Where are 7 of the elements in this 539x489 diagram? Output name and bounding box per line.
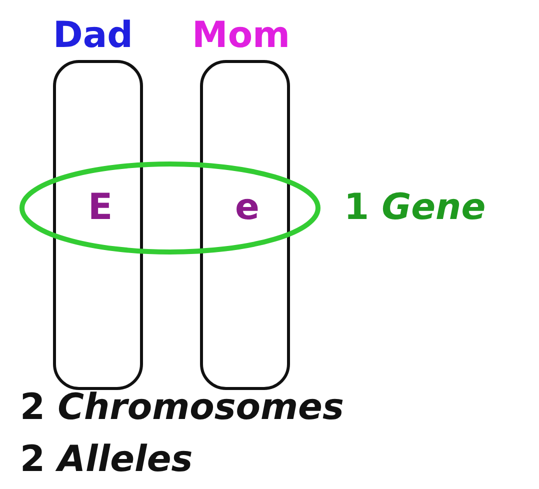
allele-letter: E xyxy=(88,188,113,228)
allele-letter: e xyxy=(235,188,260,228)
count-label: 2 Alleles xyxy=(20,440,193,480)
parent-label: Mom xyxy=(192,16,290,56)
gene-label: 1 Gene xyxy=(344,188,486,228)
count-label: 2 Chromosomes xyxy=(20,388,344,428)
parent-label: Dad xyxy=(53,16,133,56)
